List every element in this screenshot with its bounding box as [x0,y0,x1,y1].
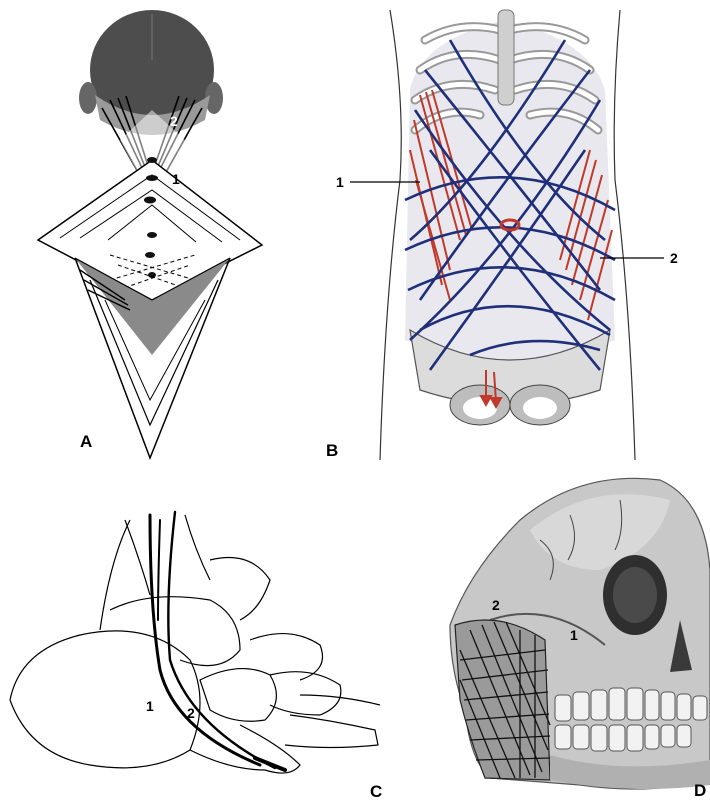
panel-c-illustration [0,500,390,802]
panel-b-label-1: 1 [336,175,344,189]
panel-b-letter: B [326,442,338,459]
panel-a-label-2: 2 [170,114,178,128]
panel-b-label-2: 2 [670,251,678,265]
panel-a-label-1: 1 [172,172,180,186]
panel-a-letter: A [80,433,92,450]
panel-d-letter: D [694,782,706,799]
panel-d-label-1: 1 [570,628,578,642]
panel-a: 2 1 A [0,0,300,460]
panel-c-label-2: 2 [187,706,195,720]
panel-b: 1 2 B [330,0,710,465]
panel-c-label-1: 1 [146,699,154,713]
panel-d-label-2: 2 [492,598,500,612]
panel-c-letter: C [370,783,382,800]
panel-c: 1 2 C [0,500,390,802]
panel-a-illustration [0,0,300,460]
panel-b-illustration [330,0,710,465]
panel-d: 2 1 D [430,460,710,802]
